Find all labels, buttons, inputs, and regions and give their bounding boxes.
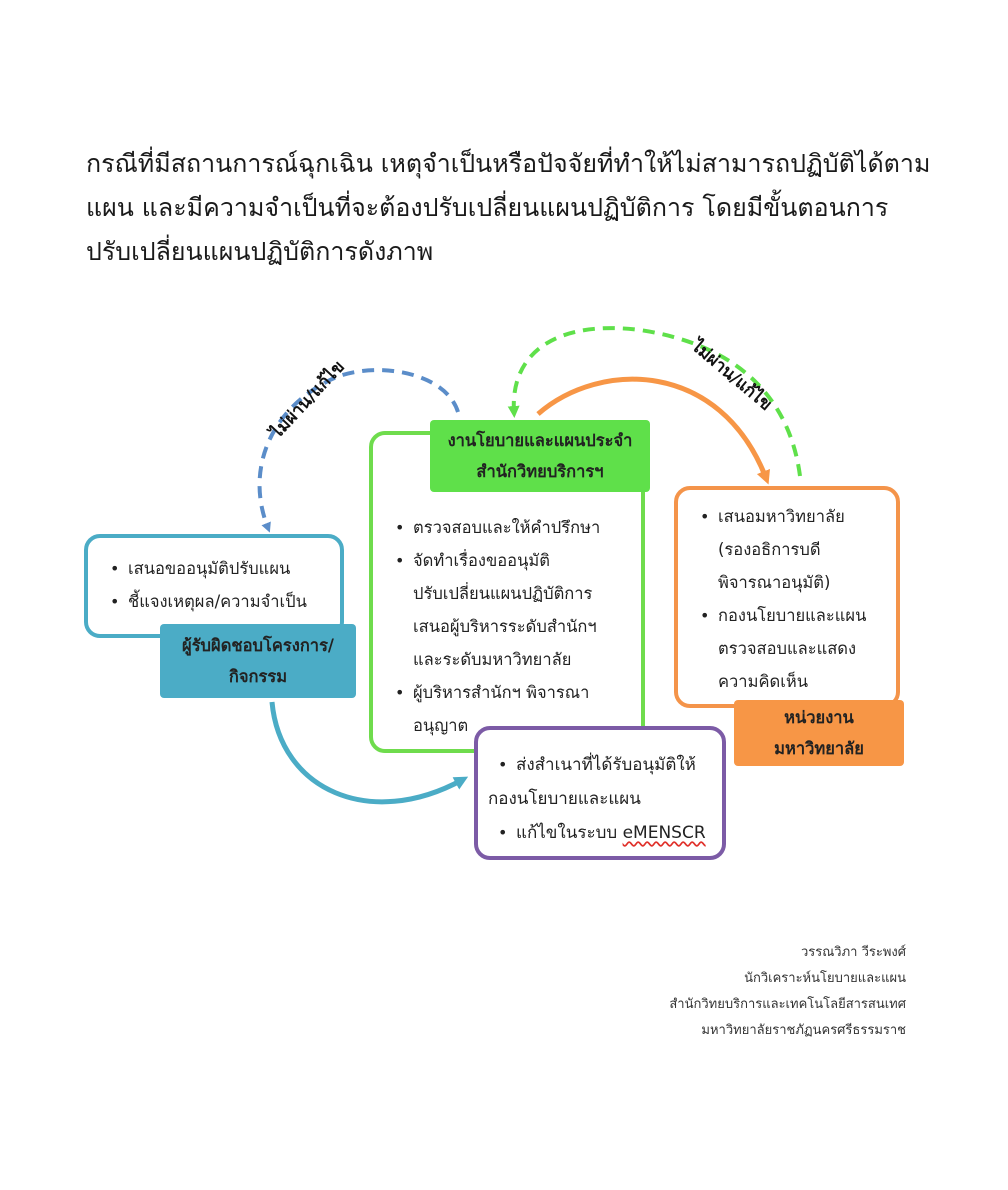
author-credit: วรรณวิภา วีระพงศ์ นักวิเคราะห์นโยบายและแ… xyxy=(669,940,906,1044)
list-item: แก้ไขในระบบ eMENSCR xyxy=(486,816,722,850)
intro-line: กรณีที่มีสถานการณ์ฉุกเฉิน เหตุจำเป็นหรือ… xyxy=(86,149,931,178)
intro-line: แผน และมีความจำเป็นที่จะต้องปรับเปลี่ยนแ… xyxy=(86,193,889,222)
intro-paragraph: กรณีที่มีสถานการณ์ฉุกเฉิน เหตุจำเป็นหรือ… xyxy=(86,142,956,274)
university-box: เสนอมหาวิทยาลัย (รองอธิการบดี พิจารณาอนุ… xyxy=(674,486,900,708)
list-item: กองนโยบายและแผน ตรวจสอบและแสดง ความคิดเห… xyxy=(688,599,896,698)
author-position: นักวิเคราะห์นโยบายและแผน xyxy=(744,971,906,986)
policy-unit-label: งานโยบายและแผนประจำ สำนักวิทยบริการฯ xyxy=(430,420,650,492)
feedback-arrow-right xyxy=(507,326,802,477)
forward-arrow-orange xyxy=(536,376,770,485)
list-item: ตรวจสอบและให้คำปรึกษา xyxy=(383,511,641,544)
responsible-box: เสนอขออนุมัติปรับแผน ชี้แจงเหตุผล/ความจำ… xyxy=(84,534,344,638)
forward-arrow-blue xyxy=(269,701,469,805)
responsible-label: ผู้รับผิดชอบโครงการ/ กิจกรรม xyxy=(160,624,356,698)
feedback-arrow-left xyxy=(257,368,460,533)
list-item: จัดทำเรื่องขออนุมัติ ปรับเปลี่ยนแผนปฏิบั… xyxy=(383,544,641,676)
intro-line: ปรับเปลี่ยนแผนปฏิบัติการดังภาพ xyxy=(86,237,434,266)
list-item: เสนอขออนุมัติปรับแผน xyxy=(98,552,340,585)
list-item: ส่งสำเนาที่ได้รับอนุมัติให้ กองนโยบายและ… xyxy=(486,748,722,816)
list-item: ชี้แจงเหตุผล/ความจำเป็น xyxy=(98,585,340,618)
list-item: ผู้บริหารสำนักฯ พิจารณา อนุญาต xyxy=(383,676,641,742)
author-name: วรรณวิภา วีระพงศ์ xyxy=(800,945,906,960)
author-university: มหาวิทยาลัยราชภัฏนครศรีธรรมราช xyxy=(701,1023,906,1038)
author-office: สำนักวิทยบริการและเทคโนโลยีสารสนเทศ xyxy=(669,997,906,1012)
submit-box: ส่งสำเนาที่ได้รับอนุมัติให้ กองนโยบายและ… xyxy=(474,726,726,860)
system-name: eMENSCR xyxy=(622,823,706,843)
university-label: หน่วยงาน มหาวิทยาลัย xyxy=(734,700,904,766)
list-item: เสนอมหาวิทยาลัย (รองอธิการบดี พิจารณาอนุ… xyxy=(688,500,896,599)
